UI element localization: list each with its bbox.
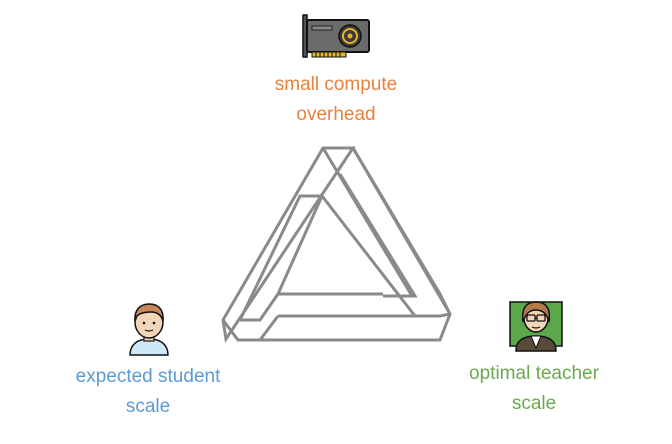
right-label-line2: scale — [511, 393, 557, 414]
right-label-line1: optimal teacher — [469, 363, 599, 384]
student-icon — [126, 300, 172, 361]
right-label: optimal teacher scale — [434, 359, 634, 419]
top-label-line2: overhead — [296, 104, 376, 125]
left-label-line1: expected student — [75, 366, 221, 387]
left-label: expected student scale — [48, 362, 248, 422]
penrose-triangle-icon — [218, 144, 458, 355]
graphics-card-icon — [300, 14, 372, 65]
teacher-icon — [508, 296, 564, 357]
top-label-line1: small compute — [274, 74, 398, 95]
left-label-line2: scale — [125, 396, 171, 417]
top-label: small compute overhead — [236, 70, 436, 130]
